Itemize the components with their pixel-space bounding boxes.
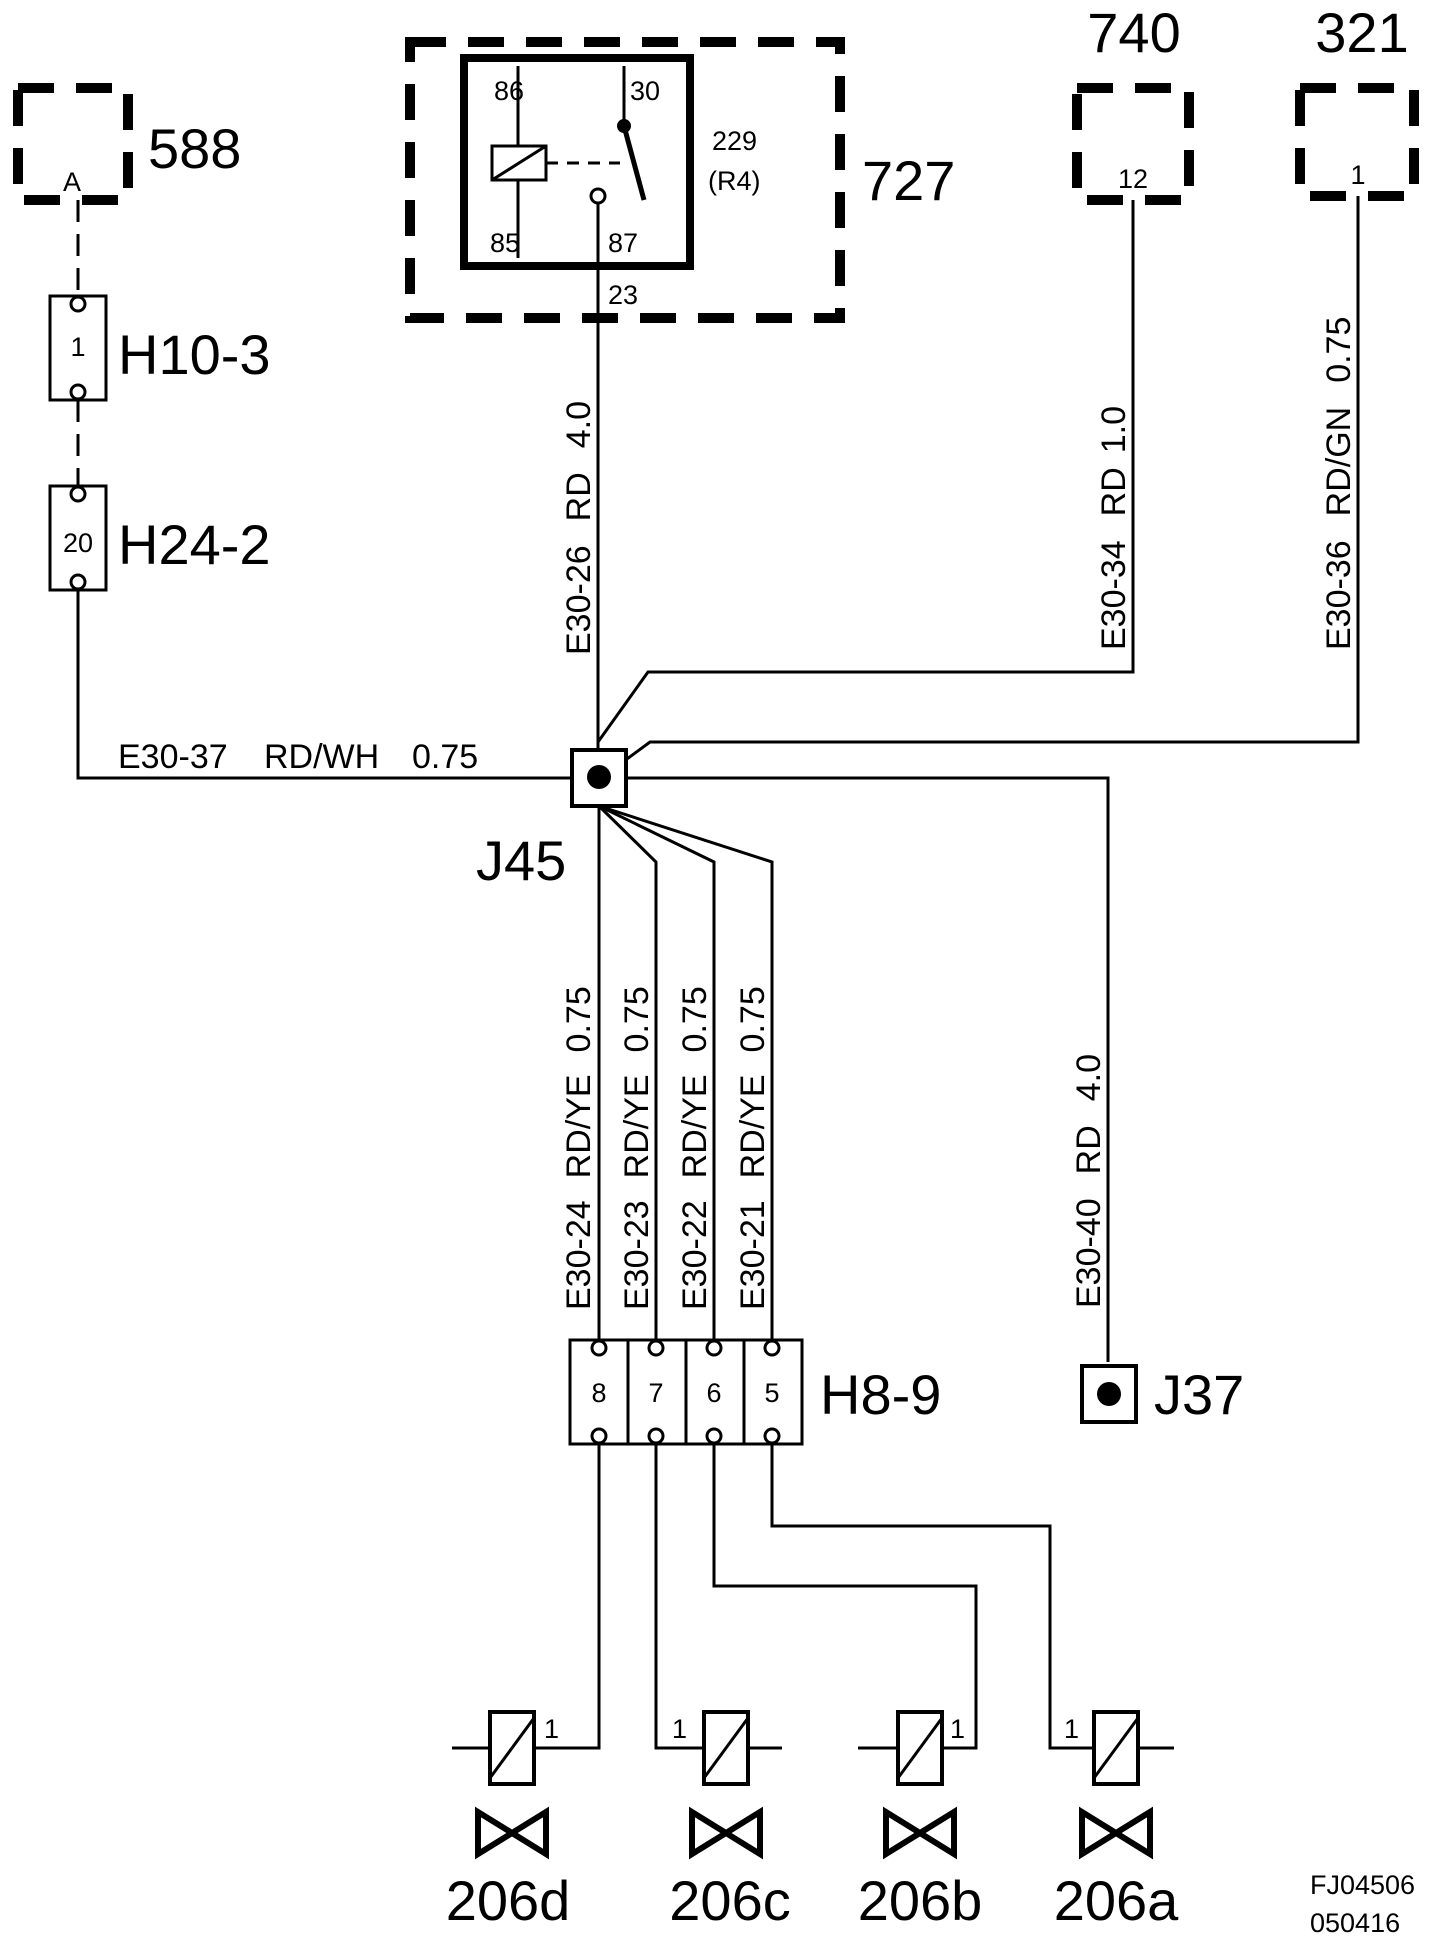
valve-206a-pin: 1 — [1064, 1714, 1079, 1744]
valve-206a-label: 206a — [1054, 1869, 1179, 1932]
junction-j45-label: J45 — [476, 829, 566, 892]
wire-e30-22 — [598, 804, 716, 1340]
component-740: 740 12 — [1072, 1, 1194, 205]
wire-e30-21 — [598, 804, 774, 1340]
h8-9-pin: 6 — [706, 1378, 721, 1408]
relay-part-number: 229 — [712, 126, 757, 156]
relay-727: 86 30 85 87 23 229 (R4) 727 — [405, 37, 955, 323]
component-740-label: 740 — [1087, 1, 1180, 64]
component-321-pin: 1 — [1350, 160, 1365, 190]
relay-pin-30: 30 — [630, 76, 660, 106]
connector-h8-9: 8 7 6 5 H8-9 — [568, 1338, 941, 1446]
valve-206c: 1 206c — [669, 1710, 791, 1932]
h10-3-pin: 1 — [70, 332, 85, 362]
wire-e30-23-label: E30-23RD/YE0.75 — [618, 986, 656, 1310]
wire-to-206d — [540, 1443, 601, 1750]
valve-206a: 1 206a — [1054, 1710, 1179, 1932]
h24-2-pin: 20 — [63, 528, 93, 558]
relay-switch-icon — [621, 125, 647, 201]
h10-3-label: H10-3 — [118, 323, 271, 386]
component-321: 321 1 — [1295, 1, 1419, 201]
wire-to-206c — [654, 1443, 694, 1750]
wire-e30-23 — [597, 804, 658, 1340]
figure-id: FJ04506 — [1310, 1870, 1415, 1900]
junction-j45: J45 — [476, 748, 628, 892]
valve-icon — [475, 1806, 549, 1860]
connector-h10-3: 1 H10-3 — [48, 294, 271, 402]
date-code: 050416 — [1310, 1908, 1400, 1938]
valve-206d: 1 206d — [446, 1710, 571, 1932]
wire-e30-24-label: E30-24RD/YE0.75 — [560, 986, 598, 1310]
connector-h24-2: 20 H24-2 — [48, 484, 271, 592]
relay-pin-87: 87 — [608, 228, 638, 258]
valve-206c-label: 206c — [669, 1869, 790, 1932]
h8-9-pin: 5 — [764, 1378, 779, 1408]
wire-e30-40-label: E30-40RD4.0 — [1070, 1054, 1108, 1308]
h24-2-label: H24-2 — [118, 513, 271, 576]
relay-pin-85: 85 — [490, 228, 520, 258]
svg-text:RD/WH: RD/WH — [264, 738, 379, 776]
valve-icon — [689, 1806, 763, 1860]
component-588-pin: A — [63, 167, 81, 197]
wire-e30-22-label: E30-22RD/YE0.75 — [676, 986, 714, 1310]
h8-9-label: H8-9 — [820, 1363, 941, 1426]
junction-j37: J37 — [1080, 1363, 1244, 1426]
wire-e30-36-label: E30-36RD/GN0.75 — [1320, 317, 1358, 650]
valve-206b-label: 206b — [858, 1869, 983, 1932]
solenoid-icon — [702, 1710, 750, 1786]
wire-e30-34-label: E30-34RD1.0 — [1095, 406, 1133, 650]
relay-pin-86: 86 — [494, 76, 524, 106]
valve-206d-pin: 1 — [544, 1714, 559, 1744]
relay-reference: (R4) — [708, 166, 761, 196]
component-321-label: 321 — [1315, 1, 1408, 64]
wire-e30-40 — [626, 776, 1110, 1362]
h8-9-pin: 7 — [648, 1378, 663, 1408]
valve-206c-pin: 1 — [672, 1714, 687, 1744]
h8-9-pin: 8 — [591, 1378, 606, 1408]
wire-e30-37-label: E30-37 RD/WH 0.75 — [118, 738, 478, 776]
svg-text:E30-37: E30-37 — [118, 738, 228, 776]
wire-e30-34 — [596, 200, 1135, 743]
component-740-pin: 12 — [1118, 164, 1148, 194]
valve-206d-label: 206d — [446, 1869, 571, 1932]
relay-727-label: 727 — [862, 149, 955, 212]
valve-206b: 1 206b — [858, 1710, 983, 1932]
wire-e30-37 — [76, 589, 572, 780]
wire-e30-21-label: E30-21RD/YE0.75 — [734, 986, 772, 1310]
valve-icon — [1079, 1806, 1153, 1860]
svg-text:0.75: 0.75 — [412, 738, 478, 776]
component-588-label: 588 — [148, 117, 241, 180]
wire-to-206b — [712, 1443, 978, 1750]
valve-icon — [883, 1806, 957, 1860]
component-588: 588 A — [13, 83, 241, 205]
relay-pin-23: 23 — [608, 280, 638, 310]
solenoid-icon — [1092, 1710, 1140, 1786]
wire-e30-26-label: E30-26RD4.0 — [560, 401, 598, 655]
splice-dot-icon — [587, 765, 611, 789]
ground-dot-icon — [1097, 1382, 1121, 1406]
wire-e30-36 — [611, 196, 1360, 772]
junction-j37-label: J37 — [1154, 1363, 1244, 1426]
wire-to-206a — [770, 1443, 1090, 1750]
valve-206b-pin: 1 — [950, 1714, 965, 1744]
